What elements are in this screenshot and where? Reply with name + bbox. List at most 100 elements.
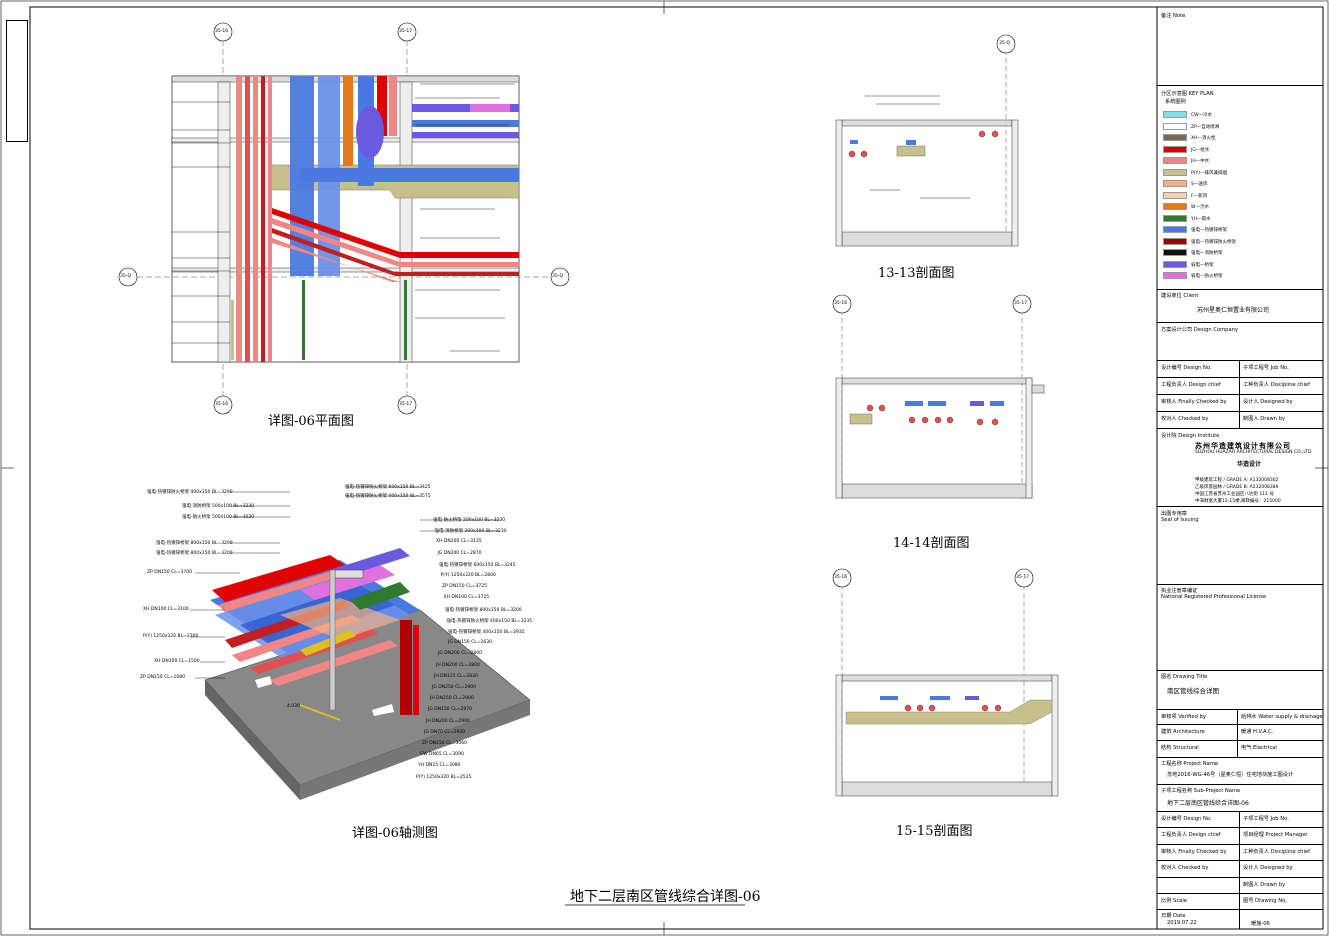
license-label-en: National Registered Professional License <box>1161 594 1267 600</box>
axon-view <box>190 486 531 800</box>
axon-label: JG DN250 CL=2900 <box>432 685 476 690</box>
sheet-title: 地下二层南区管线综合详图-06 <box>570 889 761 905</box>
legend-swatch <box>1163 237 1187 245</box>
legend-title: 系统图例 <box>1165 99 1186 105</box>
axon-label: JH DN250 CL=2900 <box>430 696 474 702</box>
discipline-chief-label-2: 工种负责人 Discipline chief <box>1243 849 1310 855</box>
water-label: 给排水 Water supply & drainage <box>1241 714 1323 720</box>
axon-label: 强电-热镀锌防火桥架 600x150 BL=3425 <box>345 485 431 490</box>
drawn-label-2: 制图人 Drawn by <box>1243 882 1286 888</box>
axon-label: JG DN200 CL=2870 <box>437 550 482 556</box>
client-name: 苏州星奥仁恒置业有限公司 <box>1197 307 1270 314</box>
legend-label: 强电—消防桥架 <box>1191 251 1223 256</box>
institute-name-en: SUZHOU HUAZAO ARCHITECTURAL DESIGN CO.,L… <box>1195 450 1312 455</box>
grid-label: 35-Q <box>120 274 132 279</box>
drawing-title-label: 图名 Drawing Title <box>1161 674 1208 680</box>
checked-by-label: 校对人 Checked by <box>1161 416 1209 422</box>
legend-swatch <box>1163 168 1187 176</box>
legend-item: JG—给水 <box>1163 145 1210 153</box>
elec-label: 电气 Electrical <box>1241 745 1277 751</box>
checked-label-2: 审核人 Finally Checked by <box>1161 849 1227 855</box>
axon-label: XH DN100 CL=3725 <box>443 595 490 601</box>
design-no-label-2: 设计编号 Design No. <box>1161 816 1212 822</box>
legend-item: ZP—自动喷淋 <box>1163 122 1219 130</box>
legend-swatch <box>1163 180 1187 187</box>
design-no-label: 设计编号 Design No. <box>1161 365 1212 371</box>
job-no-label-2: 子项工程号 Job No. <box>1243 816 1289 822</box>
verified-label: 审核项 Verified by <box>1161 714 1206 720</box>
designed-label: 设计人 Designed by <box>1243 399 1293 405</box>
license-label: 执业注册章编证 <box>1161 588 1198 594</box>
hvac-label: 暖通 H.V.A.C. <box>1241 729 1274 735</box>
drawing-no-label: 图号 Drawing No. <box>1243 898 1287 904</box>
job-no-label: 子项工程号 Job No. <box>1243 365 1289 371</box>
designed-label-2: 设计人 Designed by <box>1243 865 1293 871</box>
legend-item: CW—冷水 <box>1163 111 1212 118</box>
design-company-label: 方案设计公司 Design Company <box>1161 327 1239 333</box>
legend-swatch <box>1163 272 1187 279</box>
notes-box <box>6 20 28 142</box>
legend-item: JH—中水 <box>1163 157 1209 164</box>
legend-item: W—污水 <box>1163 203 1209 210</box>
section-14-14 <box>832 294 1045 500</box>
plan-caption: 详图-06平面图 <box>268 414 354 429</box>
grid-label: 35-16 <box>215 402 229 407</box>
axon-dim: 4,030 <box>287 704 300 709</box>
axon-label: 强电-热镀锌桥架 800x150 BL=3200 <box>445 607 522 613</box>
legend-item: 强电—热镀锌防火桥架 <box>1163 237 1236 245</box>
axon-label: YH DN25 CL=3080 <box>418 763 461 769</box>
drawn-label: 制图人 Drawn by <box>1243 416 1286 422</box>
legend-swatch <box>1163 260 1187 268</box>
grid-label: 35-17 <box>399 29 413 34</box>
keyplan-label: 分区示意图 KEY PLAN <box>1161 91 1214 97</box>
legend-label: S—送风 <box>1191 182 1208 187</box>
axon-label: P(Y) 1250x320 BL=2800 <box>440 573 496 578</box>
grid-label: 35-17 <box>1016 575 1030 580</box>
grid-label: 35-Q <box>552 274 564 279</box>
axon-label: P(Y) 1250x320 BL=2300 <box>143 634 199 639</box>
address-1: 中国江苏省苏州工业园区八达街 111 号 <box>1195 492 1274 497</box>
date-value: 2019.07.22 <box>1167 920 1197 926</box>
legend-swatch <box>1163 134 1187 141</box>
subproject-label: 子项工程名称 Sub-Project Name <box>1161 788 1241 794</box>
section-13-13 <box>835 34 1019 247</box>
legend-label: XH—消火栓 <box>1191 136 1216 141</box>
axon-label: JG DN70 CL=2930 <box>424 729 466 735</box>
grid-label: 35-17 <box>1014 301 1028 306</box>
axon-caption: 详图-06轴测图 <box>352 826 438 841</box>
grid-label: 35-16 <box>215 29 229 34</box>
legend-item: S—送风 <box>1163 180 1208 187</box>
legend-swatch <box>1163 214 1187 222</box>
axon-label: 强电-防火桥架 500x100 BL=3030 <box>182 515 255 520</box>
axon-label: XH DN100 CL=1500 <box>154 659 200 664</box>
legend-swatch <box>1163 122 1187 130</box>
axon-label: P(Y) 1250x320 BL=2535 <box>416 774 472 780</box>
legend-item: P(Y)—排风兼排烟 <box>1163 168 1227 176</box>
legend-swatch <box>1163 145 1187 153</box>
grade-1: 甲级建筑工程 / GRADE A: A132008302 <box>1195 478 1279 483</box>
axon-label: JH DN200 CL=2800 <box>436 662 480 668</box>
scale-label: 比例 Scale <box>1161 898 1187 904</box>
legend-swatch <box>1163 203 1187 210</box>
axon-label: ZP DN150 CL=3700 <box>147 570 192 575</box>
legend-swatch <box>1163 191 1187 199</box>
address-2: 中海财富大厦12-15楼,邮政编号：215000 <box>1195 499 1281 504</box>
axon-label: 强电-热镀锌桥架 400x150 BL=2935 <box>448 630 525 635</box>
axon-label: XH DN200 CL=3135 <box>436 539 482 545</box>
discipline-chief-label: 工种负责人 Discipline chief <box>1243 382 1310 388</box>
legend-item: YH—雨水 <box>1163 214 1211 222</box>
drawing-title: 南区管线综合详图 <box>1167 687 1219 695</box>
legend-item: 强电—消防桥架 <box>1163 249 1223 256</box>
design-chief-label-2: 工程负责人 Design chief <box>1161 832 1221 838</box>
axon-label: JG DN150 CL=2970 <box>428 707 472 713</box>
legend-item: 弱电—桥架 <box>1163 260 1214 268</box>
legend-label: 弱电—桥架 <box>1191 262 1214 268</box>
legend-label: 强电—热镀锌桥架 <box>1191 228 1227 233</box>
checked-by-label-2: 校对人 Checked by <box>1161 865 1209 871</box>
axon-label: ZP DN150 CL=1080 <box>140 675 185 680</box>
axon-label: CW DN65 CL=3090 <box>420 752 464 758</box>
legend-label: JG—给水 <box>1191 147 1210 153</box>
axon-label: 强电-热镀锌桥架 800x150 BL=3200 <box>156 551 233 556</box>
